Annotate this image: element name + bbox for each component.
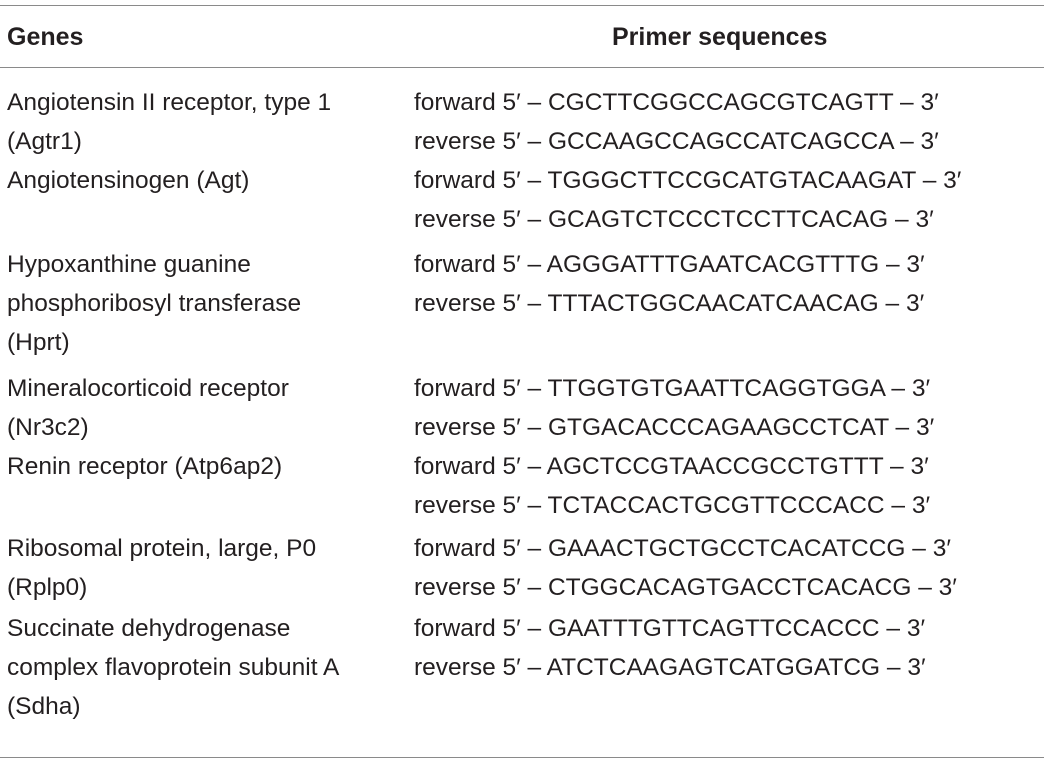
table-body: Angiotensin II receptor, type 1 (Agtr1) … <box>0 83 1044 727</box>
gene-name-line: complex flavoprotein subunit A <box>7 654 340 681</box>
gene-name-line: Mineralocorticoid receptor <box>7 375 289 402</box>
primer-cell: forward 5′ – CGCTTCGGCCAGCGTCAGTT – 3′ r… <box>414 83 1044 161</box>
primer-cell: forward 5′ – GAATTTGTTCAGTTCCACCC – 3′ r… <box>414 609 1044 687</box>
reverse-primer: reverse 5′ – TCTACCACTGCGTTCCCACC – 3′ <box>414 492 931 519</box>
table-row: Ribosomal protein, large, P0 (Rplp0) for… <box>0 529 1044 609</box>
primer-cell: forward 5′ – TGGGCTTCCGCATGTACAAGAT – 3′… <box>414 161 1044 239</box>
reverse-primer: reverse 5′ – GTGACACCCAGAAGCCTCAT – 3′ <box>414 414 935 441</box>
forward-primer: forward 5′ – TTGGTGTGAATTCAGGTGGA – 3′ <box>414 375 931 402</box>
gene-name-line: (Sdha) <box>7 693 81 720</box>
gene-name-line: phosphoribosyl transferase <box>7 290 302 317</box>
gene-cell: Angiotensin II receptor, type 1 (Agtr1) <box>7 83 407 161</box>
gene-cell: Ribosomal protein, large, P0 (Rplp0) <box>7 529 407 607</box>
gene-name-line: (Hprt) <box>7 329 70 356</box>
table-row: Angiotensin II receptor, type 1 (Agtr1) … <box>0 83 1044 161</box>
gene-cell: Succinate dehydrogenase complex flavopro… <box>7 609 407 726</box>
gene-cell: Hypoxanthine guanine phosphoribosyl tran… <box>7 245 407 362</box>
gene-cell: Mineralocorticoid receptor (Nr3c2) <box>7 369 407 447</box>
table-row: Mineralocorticoid receptor (Nr3c2) forwa… <box>0 369 1044 447</box>
forward-primer: forward 5′ – GAAACTGCTGCCTCACATCCG – 3′ <box>414 535 951 562</box>
table-header-rule <box>0 67 1044 68</box>
reverse-primer: reverse 5′ – ATCTCAAGAGTCATGGATCG – 3′ <box>414 654 926 681</box>
table-row: Succinate dehydrogenase complex flavopro… <box>0 609 1044 727</box>
table-bottom-rule <box>0 757 1044 758</box>
forward-primer: forward 5′ – AGGGATTTGAATCACGTTTG – 3′ <box>414 251 925 278</box>
gene-cell: Angiotensinogen (Agt) <box>7 161 407 200</box>
table-row: Hypoxanthine guanine phosphoribosyl tran… <box>0 245 1044 369</box>
forward-primer: forward 5′ – TGGGCTTCCGCATGTACAAGAT – 3′ <box>414 167 962 194</box>
table-header: Genes Primer sequences <box>0 17 1044 57</box>
primer-cell: forward 5′ – AGCTCCGTAACCGCCTGTTT – 3′ r… <box>414 447 1044 525</box>
forward-primer: forward 5′ – AGCTCCGTAACCGCCTGTTT – 3′ <box>414 453 929 480</box>
reverse-primer: reverse 5′ – GCAGTCTCCCTCCTTCACAG – 3′ <box>414 206 934 233</box>
table-row: Angiotensinogen (Agt) forward 5′ – TGGGC… <box>0 161 1044 245</box>
primer-cell: forward 5′ – TTGGTGTGAATTCAGGTGGA – 3′ r… <box>414 369 1044 447</box>
reverse-primer: reverse 5′ – TTTACTGGCAACATCAACAG – 3′ <box>414 290 925 317</box>
reverse-primer: reverse 5′ – CTGGCACAGTGACCTCACACG – 3′ <box>414 574 957 601</box>
forward-primer: forward 5′ – GAATTTGTTCAGTTCCACCC – 3′ <box>414 615 926 642</box>
gene-name-line: Renin receptor (Atp6ap2) <box>7 453 283 480</box>
gene-name-line: (Rplp0) <box>7 574 88 601</box>
table-row: Renin receptor (Atp6ap2) forward 5′ – AG… <box>0 447 1044 529</box>
gene-name-line: Angiotensin II receptor, type 1 <box>7 89 332 116</box>
gene-name-line: Ribosomal protein, large, P0 <box>7 535 317 562</box>
gene-name-line: Hypoxanthine guanine <box>7 251 251 278</box>
gene-name-line: Succinate dehydrogenase <box>7 615 291 642</box>
header-genes: Genes <box>7 23 84 51</box>
gene-name-line: Angiotensinogen (Agt) <box>7 167 250 194</box>
gene-name-line: (Nr3c2) <box>7 414 89 441</box>
gene-cell: Renin receptor (Atp6ap2) <box>7 447 407 486</box>
primer-cell: forward 5′ – GAAACTGCTGCCTCACATCCG – 3′ … <box>414 529 1044 607</box>
primer-cell: forward 5′ – AGGGATTTGAATCACGTTTG – 3′ r… <box>414 245 1044 323</box>
forward-primer: forward 5′ – CGCTTCGGCCAGCGTCAGTT – 3′ <box>414 89 939 116</box>
gene-name-line: (Agtr1) <box>7 128 82 155</box>
table-top-rule <box>0 5 1044 6</box>
header-primer-sequences: Primer sequences <box>612 23 828 51</box>
reverse-primer: reverse 5′ – GCCAAGCCAGCCATCAGCCA – 3′ <box>414 128 939 155</box>
